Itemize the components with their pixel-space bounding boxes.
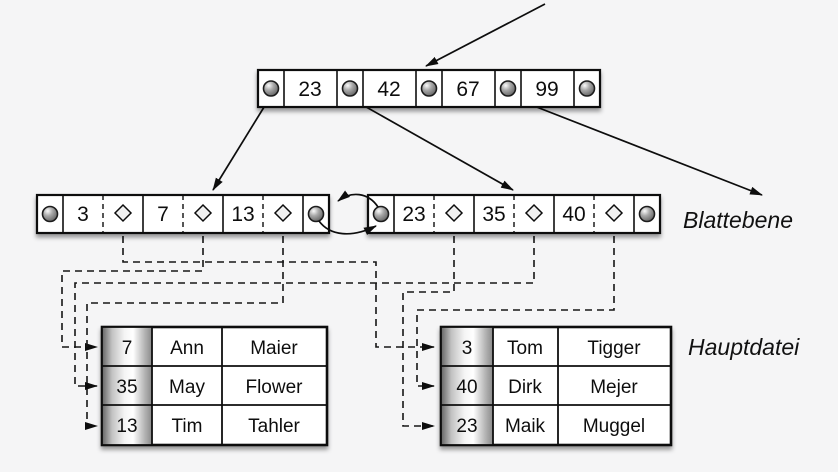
root-to-offpage-leaf-arrow (510, 96, 763, 196)
table-cell-key: 23 (456, 416, 477, 437)
table-cell-surname: Tigger (587, 338, 641, 359)
table-cell-name: Maik (505, 416, 546, 437)
root-node: 23 42 67 99 (256, 68, 602, 109)
table-cell-key: 13 (116, 416, 137, 437)
diamond-pointer-icon (113, 203, 133, 223)
record-pointer-line-key3 (122, 224, 435, 351)
diamond-pointer-icon (604, 203, 624, 223)
table-cell-key: 3 (462, 338, 473, 359)
pointer-dot-icon (372, 205, 390, 223)
leaf-node-left: 3 7 13 (35, 193, 331, 235)
leaf-node-right: 23 35 40 (366, 193, 662, 235)
incoming-search-arrow (425, 3, 546, 67)
leaf-key: 3 (77, 203, 89, 226)
leaf-key: 23 (402, 203, 425, 226)
table-key-column (440, 326, 494, 446)
pointer-dot-icon (262, 80, 280, 97)
table-cell-surname: Mejer (590, 377, 638, 398)
leaf-level-label: Blattebene (683, 207, 793, 233)
table-cell-surname: Maier (250, 338, 298, 359)
table-cell-name: May (169, 377, 205, 398)
table-key-column (101, 326, 153, 446)
leaf-key: 13 (231, 203, 254, 226)
pointer-dot-icon (499, 80, 517, 97)
table-cell-surname: Muggel (583, 416, 645, 437)
leaf-key: 35 (482, 203, 505, 226)
record-pointer-line-key35 (74, 224, 535, 390)
table-cell-name: Ann (170, 338, 204, 359)
tree-arrows (212, 3, 763, 196)
root-to-left-leaf-arrow (212, 98, 270, 191)
root-key: 42 (377, 78, 400, 101)
pointer-dot-icon (307, 205, 325, 223)
table-cell-key: 35 (116, 377, 137, 398)
leaf-link-arrows (318, 190, 379, 235)
table-cell-name: Tim (172, 416, 203, 437)
main-file-label: Hauptdatei (688, 334, 800, 360)
pointer-dot-icon (578, 80, 596, 97)
leaf-key: 7 (157, 203, 169, 226)
main-table-right: 3 Tom Tigger 40 Dirk Mejer 23 Maik Mugge… (439, 325, 673, 447)
main-table-left: 7 Ann Maier 35 May Flower 13 Tim Tahler (100, 325, 329, 447)
table-cell-key: 40 (456, 377, 477, 398)
pointer-dot-icon (638, 205, 656, 223)
record-pointer-line-key13 (85, 224, 284, 430)
pointer-dot-icon (420, 80, 438, 97)
root-key: 67 (456, 78, 479, 101)
diamond-pointer-icon (273, 203, 293, 223)
leaf-link-arrow-left (337, 190, 379, 208)
diamond-pointer-icon (193, 203, 213, 223)
diamond-pointer-icon (444, 203, 464, 223)
table-cell-key: 7 (122, 338, 133, 359)
record-pointer-connectors (61, 224, 615, 430)
root-key: 99 (535, 78, 558, 101)
record-pointer-line-key40 (416, 224, 615, 390)
pointer-dot-icon (341, 80, 359, 97)
leaf-key: 40 (562, 203, 585, 226)
root-key: 23 (298, 78, 321, 101)
table-cell-name: Tom (507, 338, 543, 359)
table-cell-surname: Flower (245, 377, 303, 398)
pointer-dot-icon (41, 205, 59, 223)
root-to-right-leaf-arrow (351, 98, 514, 191)
leaf-link-arrow-right (318, 220, 377, 235)
table-cell-name: Dirk (508, 377, 542, 398)
diamond-pointer-icon (524, 203, 544, 223)
table-cell-surname: Tahler (248, 416, 300, 437)
